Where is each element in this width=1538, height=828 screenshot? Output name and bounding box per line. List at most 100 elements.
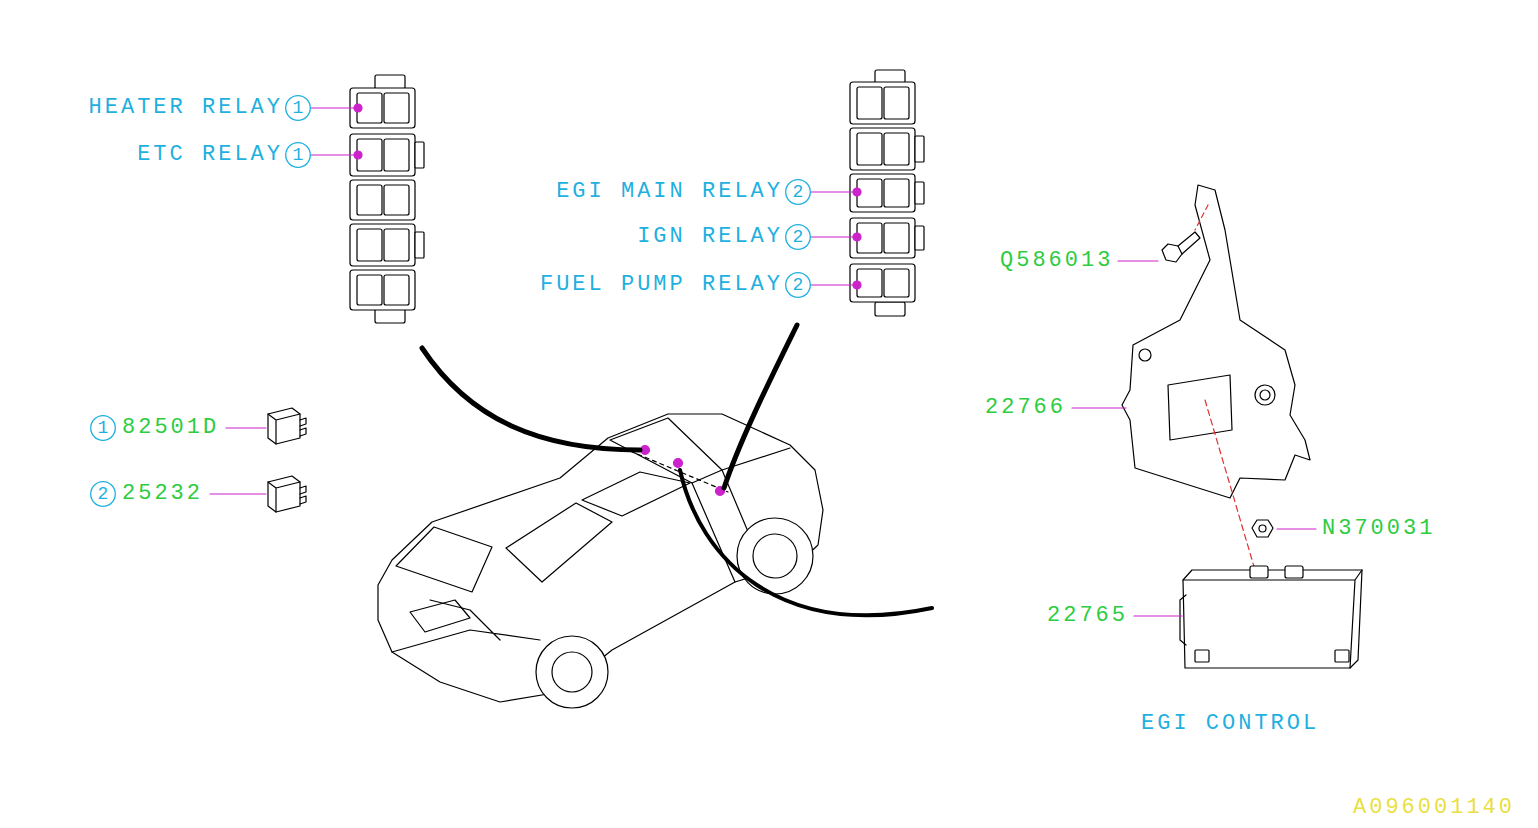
group-caption: EGI CONTROL	[1141, 713, 1319, 735]
relay-body	[268, 408, 300, 444]
leader-line	[1118, 260, 1158, 261]
assembly-line	[1205, 400, 1255, 570]
relay-socket-cell	[884, 269, 909, 297]
relay-socket-cell	[884, 179, 909, 207]
callout-curve	[422, 348, 640, 450]
circle-outline	[91, 482, 116, 507]
relay-socket-cell	[384, 139, 409, 171]
callout-circle: 1	[90, 415, 116, 441]
leader-line	[810, 284, 857, 285]
callout-circle: 1	[285, 95, 311, 121]
relay-socket-cell	[857, 87, 882, 119]
nut	[1252, 520, 1273, 537]
part-number: 22766	[985, 397, 1066, 419]
relay-block-tab	[375, 309, 405, 323]
callout-circle: 1	[285, 142, 311, 168]
callout-number: 2	[90, 481, 116, 503]
relay-name: ETC RELAY	[137, 144, 283, 166]
relay-socket	[350, 270, 415, 310]
relay-socket-cell	[384, 275, 409, 305]
ecu-tab	[1285, 566, 1303, 578]
leader-line	[310, 154, 358, 155]
relay-socket	[850, 128, 915, 170]
relay-block-tab	[415, 232, 424, 258]
leader-line	[810, 236, 857, 237]
relay-name: IGN RELAY	[637, 226, 783, 248]
bracket-hole	[1255, 385, 1275, 405]
relay-socket-cell	[357, 185, 382, 215]
part-number: 82501D	[122, 417, 219, 439]
callout-number: 2	[785, 272, 811, 294]
leader-line	[1277, 528, 1316, 529]
part-number: Q586013	[1000, 250, 1113, 272]
leader-line	[810, 191, 857, 192]
relay-socket	[850, 174, 915, 212]
relay-pins	[300, 418, 306, 436]
circle-outline	[786, 225, 811, 250]
car-side-window	[582, 472, 690, 516]
relay-edge	[268, 482, 300, 512]
ecu-edges	[1183, 570, 1362, 668]
location-dot	[674, 459, 683, 468]
callout-circle: 2	[785, 272, 811, 298]
ecu-connector	[1180, 595, 1186, 645]
callout-circle: 2	[785, 224, 811, 250]
callout-circle: 2	[90, 481, 116, 507]
relay-socket	[850, 264, 915, 302]
nut-hole	[1259, 525, 1266, 532]
relay-socket-cell	[384, 185, 409, 215]
relay-socket-cell	[384, 229, 409, 261]
relay-socket-cell	[884, 133, 909, 165]
relay-socket	[850, 82, 915, 124]
circle-outline	[786, 273, 811, 298]
callout-number: 1	[90, 415, 116, 437]
relay-pins	[300, 486, 306, 504]
ecu-foot	[1195, 650, 1209, 662]
callout-number: 1	[285, 142, 311, 164]
part-number: 22765	[1047, 605, 1128, 627]
callout-curve	[724, 325, 797, 488]
car-wheel-hub	[753, 534, 797, 578]
circle-outline	[91, 416, 116, 441]
assembly-line	[1195, 205, 1208, 230]
bracket-hole	[1139, 349, 1151, 361]
relay-name: HEATER RELAY	[89, 97, 283, 119]
callout-number: 1	[285, 95, 311, 117]
relay-name: FUEL PUMP RELAY	[540, 274, 783, 296]
relay-block-tab	[915, 136, 924, 162]
car-plate	[410, 600, 470, 632]
bracket-hole	[1260, 390, 1270, 400]
relay-socket	[850, 218, 915, 258]
circle-outline	[786, 180, 811, 205]
leader-line	[310, 107, 358, 108]
bolt-shaft	[1178, 232, 1200, 254]
car-rear-lines	[392, 600, 540, 652]
bracket	[1122, 185, 1310, 498]
ecu-foot	[1335, 650, 1349, 662]
relay-position-dot	[853, 188, 861, 196]
bracket-cutout	[1168, 375, 1232, 440]
callout-number: 2	[785, 179, 811, 201]
car-wheel	[536, 636, 608, 708]
car-wheel	[737, 518, 813, 594]
car-wheel-hub	[552, 652, 592, 692]
relay-socket	[350, 180, 415, 220]
relay-block-tab	[415, 142, 424, 168]
relay-socket-cell	[357, 229, 382, 261]
relay-block-tab	[915, 182, 924, 204]
part-number: N370031	[1322, 518, 1435, 540]
ecu-housing	[1183, 570, 1362, 668]
ecu-tab	[1250, 566, 1268, 578]
relay-socket	[350, 224, 415, 266]
relay-position-dot	[354, 104, 362, 112]
car-side-window	[506, 503, 612, 582]
leader-line	[1072, 407, 1126, 408]
relay-block-tab	[875, 302, 905, 316]
circle-outline	[286, 143, 311, 168]
bolt-head	[1162, 244, 1182, 262]
relay-block-tab	[915, 226, 924, 250]
relay-socket	[350, 134, 415, 176]
